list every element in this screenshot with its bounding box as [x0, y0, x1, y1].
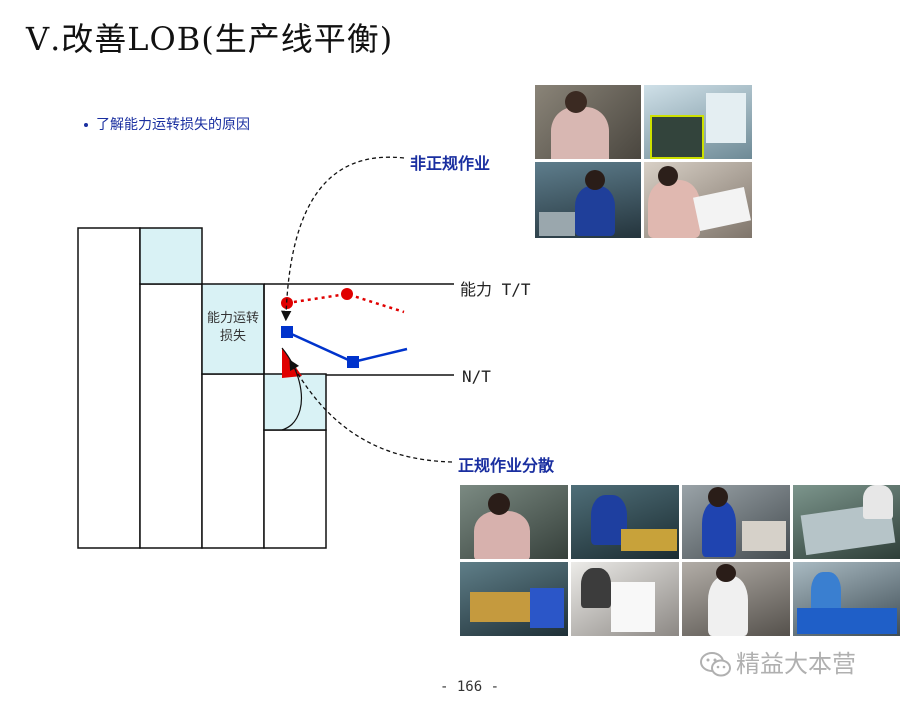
- capacity-loss-label-line2: 损失: [219, 329, 246, 344]
- factory-photo-5: [459, 484, 569, 560]
- irregular-work-trend: [286, 292, 405, 314]
- work-dispersion-callout: 正规作业分散: [458, 456, 555, 475]
- dispersion-callout-arrow: [289, 359, 453, 463]
- factory-photo-8: [792, 484, 900, 560]
- irregular-work-callout: 非正规作业: [410, 154, 491, 173]
- page-number: - 166 -: [440, 679, 500, 695]
- bullet-item: 了解能力运转损失的原因: [84, 114, 250, 134]
- factory-photo-1: [534, 84, 642, 160]
- nt-label: N/T: [462, 367, 491, 386]
- watermark: 精益大本营: [700, 644, 856, 679]
- factory-photo-2: [643, 84, 753, 160]
- red-marker-1: [281, 297, 293, 309]
- process-bar-2: [139, 283, 203, 549]
- factory-photo-11: [681, 561, 791, 637]
- capacity-tt-label: 能力 T/T: [460, 280, 531, 299]
- watermark-text: 精益大本营: [736, 650, 856, 678]
- factory-photo-3: [534, 161, 642, 239]
- loss-region-3: [201, 283, 265, 375]
- factory-photo-12: [792, 561, 900, 637]
- factory-photo-10: [570, 561, 680, 637]
- bullet-dot-icon: [84, 123, 88, 127]
- process-bar-1: [77, 227, 141, 549]
- process-bar-4: [263, 429, 327, 549]
- blue-marker-2: [347, 356, 359, 368]
- factory-photo-4: [643, 161, 753, 239]
- capacity-loss-label: 能力运转 损失: [200, 310, 266, 346]
- loss-region-2: [139, 227, 203, 285]
- capacity-loss-label-line1: 能力运转: [206, 311, 259, 326]
- blue-marker-1: [281, 326, 293, 338]
- bullet-text: 了解能力运转损失的原因: [96, 117, 250, 133]
- factory-photo-9: [459, 561, 569, 637]
- factory-photo-6: [570, 484, 680, 560]
- process-bar-3: [201, 373, 265, 549]
- page-title: Ⅴ.改善LOB(生产线平衡): [26, 20, 394, 58]
- factory-photo-7: [681, 484, 791, 560]
- red-marker-2: [341, 288, 353, 300]
- wechat-icon: [700, 652, 731, 677]
